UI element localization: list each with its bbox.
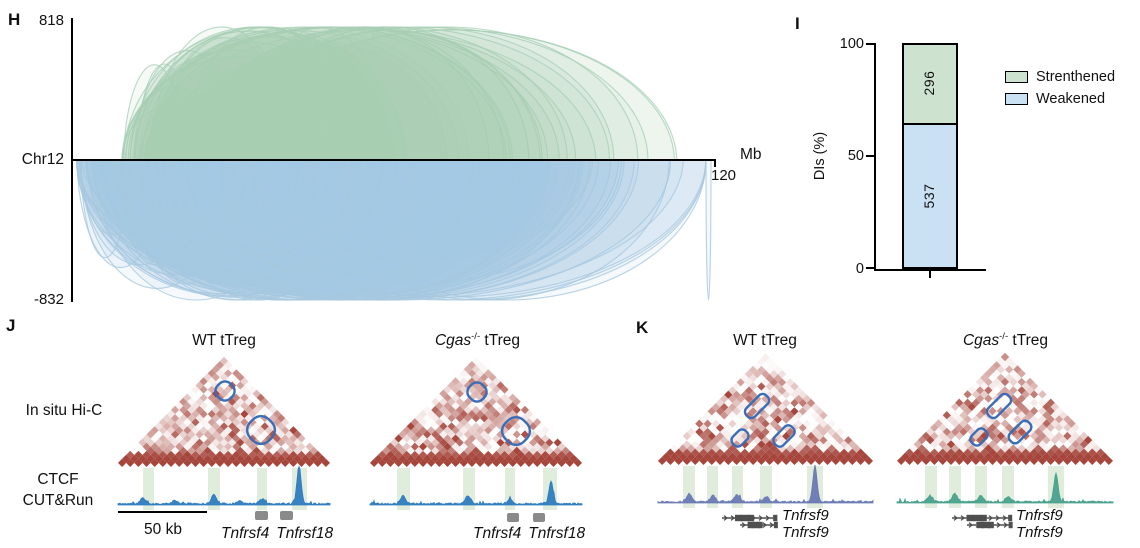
panel-j-left-gene-labels: Tnfrsf4 Tnfrsf18 (221, 525, 333, 543)
panel-k-right-gene-label-1: Tnfrsf9 (1016, 507, 1063, 524)
legend-label-weakened: Weakened (1036, 91, 1106, 107)
panel-k-left-gene-label-2: Tnfrsf9 (782, 524, 829, 541)
panel-j-left-title: WT tTreg (149, 331, 299, 350)
panel-i-label: I (795, 14, 800, 33)
gene-annotations (952, 514, 1013, 529)
title-rest: WT tTreg (192, 332, 256, 350)
cutrun-track (896, 471, 1114, 504)
hic-heatmap (370, 356, 582, 467)
locus-j-left (117, 356, 331, 520)
y-tick-label-0: 0 (855, 261, 864, 277)
hic-heatmap (897, 352, 1113, 465)
title-gene: Cgas (434, 332, 472, 350)
y-tick-label-50: 50 (847, 148, 864, 164)
panel-k-label: K (636, 318, 649, 337)
gene-tnfrsf4: Tnfrsf4 (473, 525, 522, 542)
panel-h-label: H (8, 10, 21, 29)
loop-outlines (730, 392, 796, 448)
scale-bar (118, 511, 207, 513)
panel-j-label: J (6, 316, 16, 335)
hic-loci (117, 352, 1114, 529)
title-rest: tTreg (480, 332, 521, 350)
x-axis-end-value: 120 (711, 167, 737, 184)
title-superscript: -/- (471, 331, 481, 342)
y-tick-0 (866, 267, 874, 269)
ctcf-row-label-line2: CUT&Run (22, 492, 94, 509)
cutrun-track (117, 465, 331, 506)
loop-outlines (214, 380, 277, 446)
title-rest: WT tTreg (733, 332, 797, 350)
panel-k-left-gene-label-1: Tnfrsf9 (782, 507, 829, 524)
gene-annotations (722, 514, 778, 529)
panel-k-right-title: Cgas-/- tTreg (923, 331, 1088, 350)
ctcf-row-label-line1: CTCF (37, 471, 79, 488)
weakened-arcs (75, 159, 712, 301)
gene-tnfrsf18: Tnfrsf18 (528, 525, 586, 542)
x-axis-unit-label: Mb (740, 146, 762, 163)
title-gene: Cgas (962, 332, 1000, 350)
bar-y-axis-title: DIs (%) (812, 131, 828, 181)
arc-axis-top-value: 818 (38, 12, 64, 29)
hic-heatmap (118, 356, 330, 467)
weakened-count: 537 (921, 183, 937, 209)
bar-category-tick (929, 271, 931, 278)
y-tick-50 (866, 155, 874, 157)
y-tick-100 (866, 43, 874, 45)
gene-tnfrsf4: Tnfrsf4 (221, 525, 270, 542)
locus-k-right (896, 352, 1114, 529)
locus-k-left (657, 353, 874, 529)
hic-heatmap (658, 353, 873, 465)
panel-j-right-title: Cgas-/- tTreg (395, 331, 560, 350)
panel-j-right-gene-labels: Tnfrsf4 Tnfrsf18 (473, 525, 585, 543)
y-tick-label-100: 100 (839, 36, 864, 52)
panel-k-left-title: WT tTreg (690, 331, 840, 350)
strengthened-arcs (121, 26, 678, 161)
chromosome-label: Chr12 (21, 151, 64, 168)
legend-swatch-weakened (1005, 93, 1028, 105)
stacked-bar (902, 43, 958, 269)
hic-row-label: In situ Hi-C (25, 402, 103, 419)
panel-k-right-gene-label-2: Tnfrsf9 (1016, 524, 1063, 541)
legend-label-strengthened: Strenthened (1036, 69, 1116, 85)
gene-annotations (507, 513, 545, 522)
loop-outlines (969, 392, 1033, 447)
title-superscript: -/- (999, 331, 1009, 342)
loop-outlines (466, 381, 532, 447)
scale-bar-label: 50 kb (144, 521, 182, 538)
gene-annotations (255, 511, 293, 520)
gene-tnfrsf18: Tnfrsf18 (276, 525, 334, 542)
chr12-axis (71, 18, 716, 302)
legend-swatch-strengthened (1005, 71, 1028, 83)
strengthened-segment (904, 45, 956, 125)
arc-axis-bottom-value: -832 (33, 291, 64, 308)
strengthened-count: 296 (921, 70, 937, 96)
cutrun-track (657, 464, 874, 504)
bar-y-axis (874, 43, 876, 271)
title-rest: tTreg (1008, 332, 1049, 350)
cutrun-track (369, 480, 583, 506)
locus-j-right (369, 356, 583, 522)
bar-x-axis (874, 269, 986, 271)
